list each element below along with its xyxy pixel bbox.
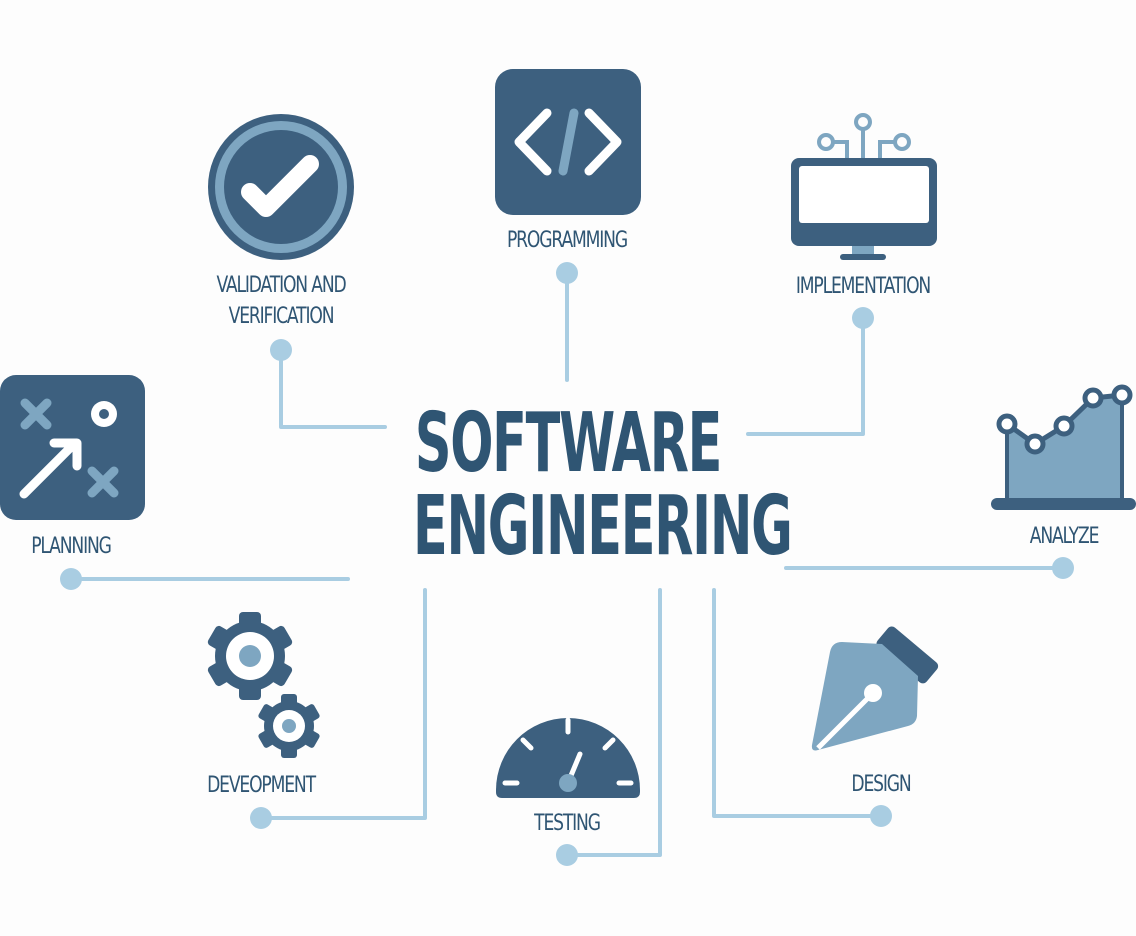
label-validation-line2: VERIFICATION <box>228 304 335 329</box>
title-line-2: ENGINEERING <box>413 479 793 574</box>
pen-nib-icon <box>811 626 939 751</box>
dot-implementation <box>852 307 874 329</box>
code-brackets-icon <box>495 69 641 215</box>
label-planning: PLANNING <box>31 534 112 559</box>
dot-testing <box>556 844 578 866</box>
label-testing: TESTING <box>534 811 601 836</box>
label-programming: PROGRAMMING <box>507 228 628 253</box>
label-development: DEVEOPMENT <box>207 773 316 798</box>
connector-design <box>712 588 883 818</box>
label-validation-line1: VALIDATION AND <box>216 273 346 298</box>
dot-planning <box>60 568 82 590</box>
label-design: DESIGN <box>851 772 911 797</box>
label-implementation: IMPLEMENTATION <box>795 274 931 299</box>
dot-design <box>870 805 892 827</box>
connector-implementation <box>746 316 865 436</box>
connector-testing <box>565 588 662 857</box>
label-analyze: ANALYZE <box>1029 524 1100 549</box>
dot-validation <box>270 339 292 361</box>
area-chart-icon <box>991 384 1136 510</box>
gears-icon <box>207 612 320 758</box>
connector-validation <box>279 348 387 429</box>
title-line-1: SOFTWARE <box>414 396 723 491</box>
dot-development <box>250 807 272 829</box>
check-circle-icon <box>208 114 354 260</box>
strategy-board-icon <box>0 375 145 520</box>
monitor-circuit-icon <box>791 113 937 260</box>
connector-development <box>259 588 427 820</box>
dot-analyze <box>1052 557 1074 579</box>
gauge-icon <box>496 717 640 798</box>
dot-programming <box>556 262 578 284</box>
